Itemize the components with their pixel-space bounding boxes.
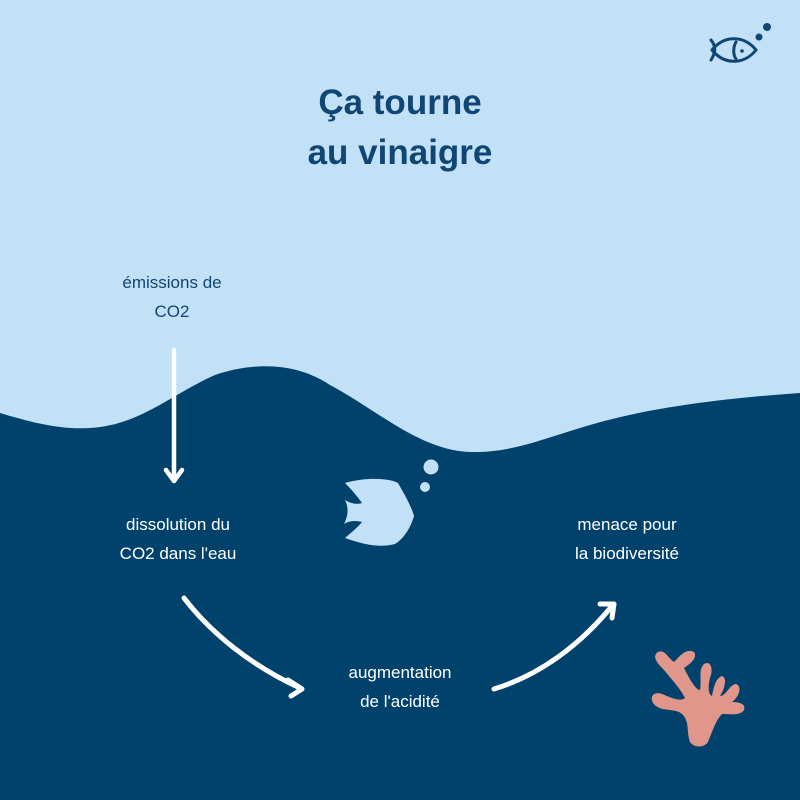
node-biodiversity-line-1: menace pour <box>577 515 677 534</box>
title-line-1: Ça tourne <box>318 83 482 122</box>
node-acidity-line-1: augmentation <box>348 663 452 682</box>
node-emissions-line-2: CO2 <box>154 302 190 321</box>
node-dissolution-line-1: dissolution du <box>126 515 230 534</box>
node-dissolution: dissolution du CO2 dans l'eau <box>88 510 268 568</box>
bubble-icon <box>755 33 763 41</box>
sea-wave <box>0 366 800 800</box>
node-biodiversity-line-2: la biodiversité <box>575 544 679 563</box>
fish-icon <box>344 478 414 546</box>
bubble-icon <box>423 459 439 475</box>
coral-icon <box>651 650 745 747</box>
arrow-icon <box>491 601 617 692</box>
node-biodiversity: menace pour la biodiversité <box>537 510 717 568</box>
page-title: Ça tourne au vinaigre <box>0 78 800 178</box>
node-emissions: émissions de CO2 <box>82 268 262 326</box>
node-acidity: augmentation de l'acidité <box>310 658 490 716</box>
bubble-icon <box>420 482 430 492</box>
node-acidity-line-2: de l'acidité <box>360 692 440 711</box>
node-emissions-line-1: émissions de <box>122 273 222 292</box>
title-line-2: au vinaigre <box>307 133 493 172</box>
bubble-icon <box>763 23 771 31</box>
arrow-icon <box>181 595 305 699</box>
node-dissolution-line-2: CO2 dans l'eau <box>119 544 237 563</box>
fish-logo-icon <box>709 37 758 63</box>
arrow-icon <box>163 347 185 484</box>
